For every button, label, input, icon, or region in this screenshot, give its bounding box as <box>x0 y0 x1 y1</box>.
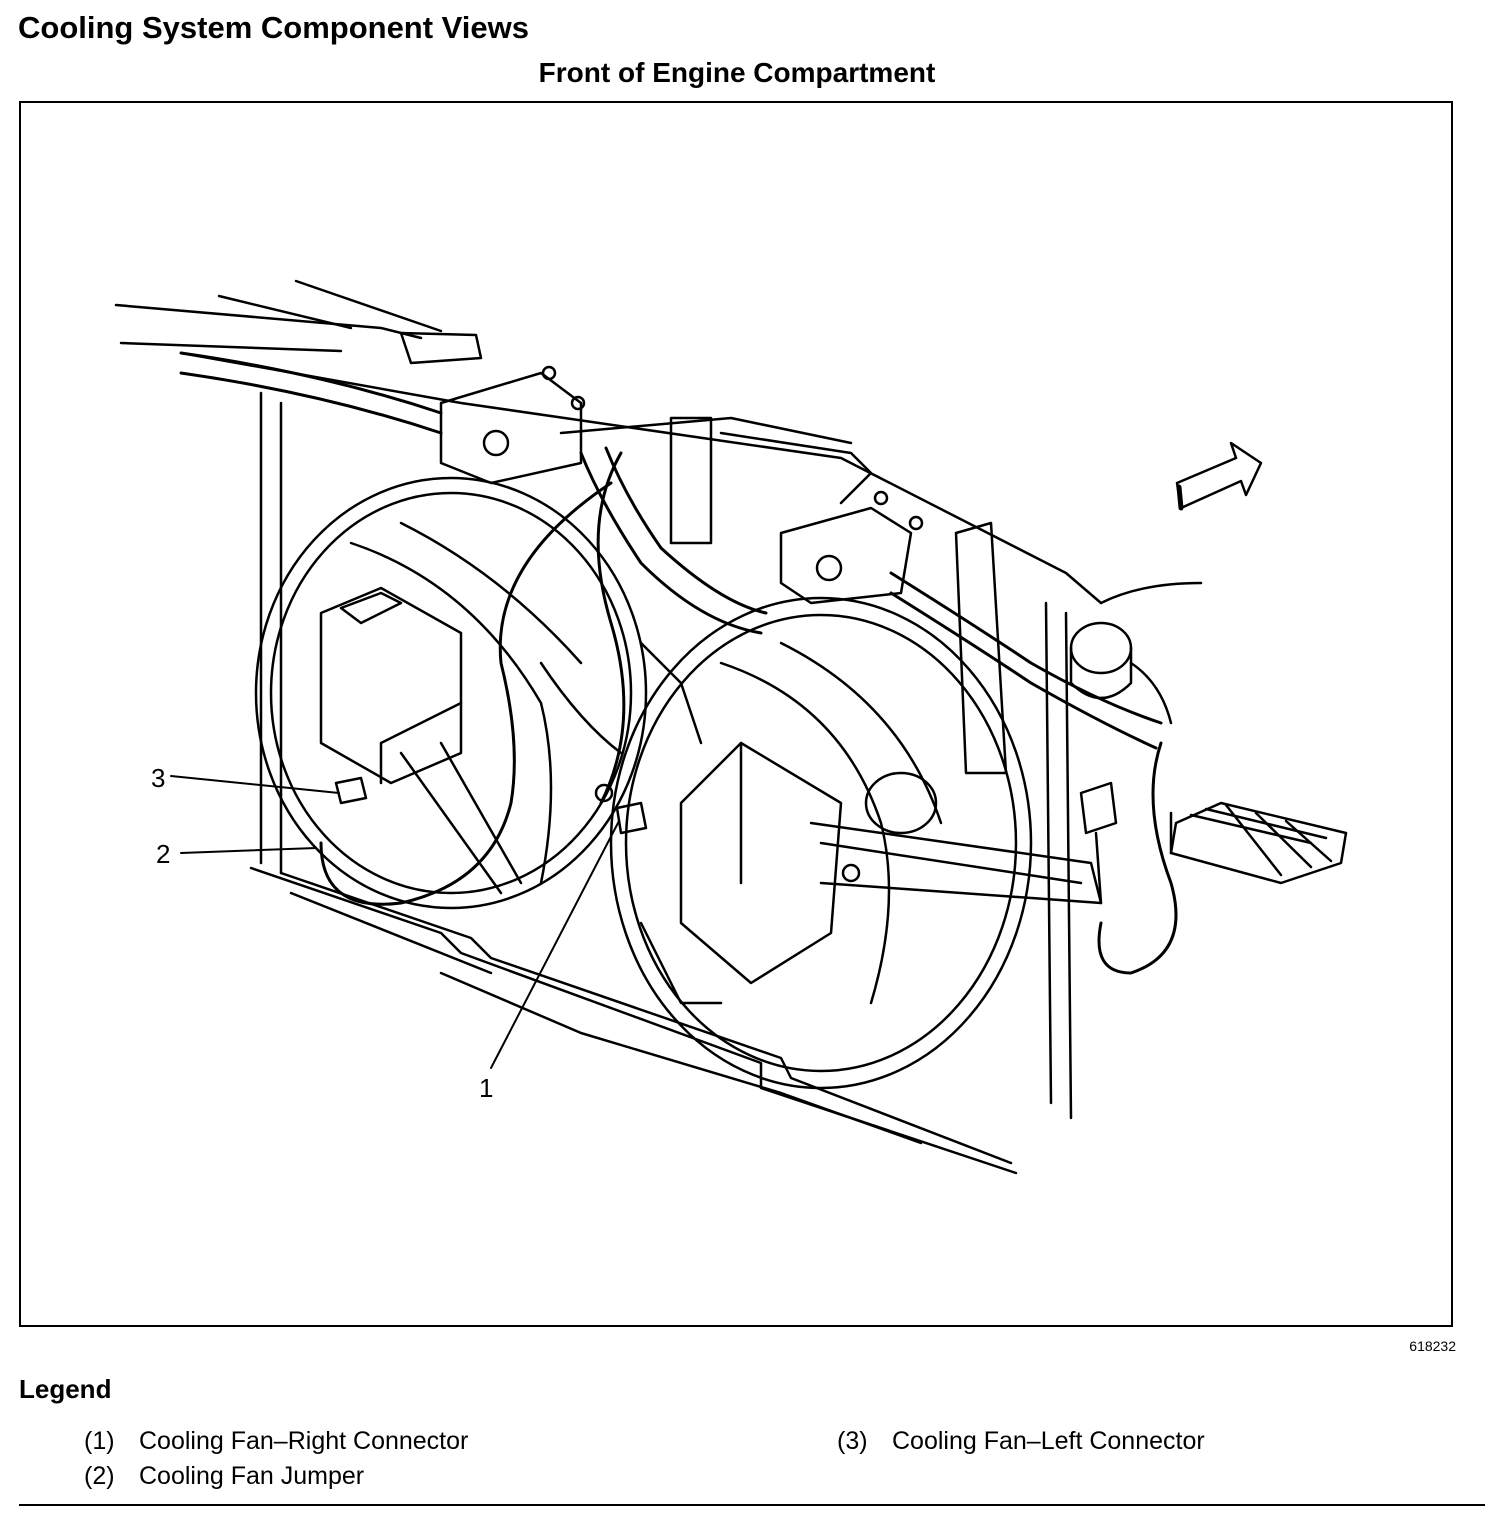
legend-item-label: Cooling Fan Jumper <box>139 1462 365 1490</box>
legend-item-1: (1) Cooling Fan–Right Connector <box>84 1427 468 1456</box>
figure-id: 618232 <box>1409 1338 1456 1354</box>
diagram-frame: 1 2 3 <box>19 101 1453 1327</box>
radiator-support <box>179 351 1203 1120</box>
legend-item-number: (2) <box>84 1462 115 1490</box>
connector-1-right <box>594 783 648 835</box>
page-title: Cooling System Component Views <box>18 10 530 45</box>
left-fan-shroud <box>254 476 648 910</box>
bottom-divider <box>19 1504 1485 1506</box>
connector-3-left <box>334 776 368 805</box>
right-fan-shroud <box>609 596 1033 1090</box>
engine-compartment-illustration: 1 2 3 <box>114 279 1348 1175</box>
view-title: Front of Engine Compartment <box>538 57 936 88</box>
mounting-brackets <box>399 331 924 605</box>
vertical-braces <box>669 416 1008 775</box>
legend-item-3: (3) Cooling Fan–Left Connector <box>837 1427 1205 1456</box>
upper-hood-lines <box>114 279 443 353</box>
relay-block <box>1079 781 1348 905</box>
front-direction-arrow <box>1175 441 1263 511</box>
callout-label-1: 1 <box>479 1073 493 1103</box>
leader-line-2 <box>180 847 317 854</box>
legend-item-label: Cooling Fan–Left Connector <box>892 1427 1205 1455</box>
leader-line-3 <box>170 775 340 794</box>
lower-frame-rail <box>249 866 1018 1175</box>
wiring-harness <box>179 351 1178 975</box>
left-control-module <box>319 586 523 895</box>
callout-label-3: 3 <box>151 763 165 793</box>
legend-title: Legend <box>19 1374 112 1404</box>
right-control-module <box>639 641 1103 1005</box>
leader-line-1 <box>490 820 620 1069</box>
legend-item-2: (2) Cooling Fan Jumper <box>84 1462 364 1491</box>
callout-label-2: 2 <box>156 839 170 869</box>
reservoir-canister <box>1069 621 1173 725</box>
legend-item-number: (1) <box>84 1427 115 1455</box>
callout-leaders <box>170 775 620 1069</box>
legend-item-label: Cooling Fan–Right Connector <box>139 1427 469 1455</box>
legend-item-number: (3) <box>837 1427 868 1455</box>
